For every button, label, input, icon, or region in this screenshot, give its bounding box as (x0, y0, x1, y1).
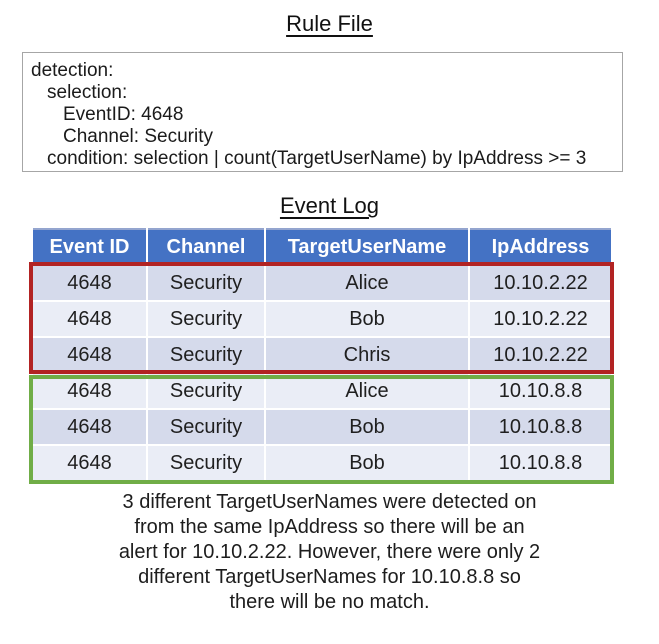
table-cell: 10.10.2.22 (470, 338, 611, 372)
table-cell: Bob (266, 446, 468, 480)
rule-line-channel: Channel: Security (63, 126, 213, 147)
table-cell: 4648 (33, 446, 146, 480)
table-cell: 4648 (33, 374, 146, 408)
table-cell: Security (148, 446, 264, 480)
table-cell: 10.10.2.22 (470, 302, 611, 336)
table-cell: 10.10.2.22 (470, 266, 611, 300)
column-header-ipaddress: IpAddress (470, 228, 611, 264)
rule-line-eventid: EventID: 4648 (63, 104, 184, 125)
table-cell: 4648 (33, 410, 146, 444)
table-cell: 4648 (33, 266, 146, 300)
table-cell: Security (148, 302, 264, 336)
rule-file-box: detection: selection: EventID: 4648 Chan… (22, 52, 623, 172)
table-cell: 10.10.8.8 (470, 446, 611, 480)
table-cell: 4648 (33, 302, 146, 336)
table-cell: 4648 (33, 338, 146, 372)
column-header-channel: Channel (148, 228, 264, 264)
event-log-table: Event ID Channel TargetUserName IpAddres… (33, 228, 611, 480)
table-cell: Security (148, 410, 264, 444)
table-cell: Security (148, 266, 264, 300)
table-cell: 10.10.8.8 (470, 410, 611, 444)
table-cell: Alice (266, 266, 468, 300)
column-header-targetusername: TargetUserName (266, 228, 468, 264)
table-cell: Security (148, 338, 264, 372)
table-cell: Alice (266, 374, 468, 408)
table-cell: Bob (266, 410, 468, 444)
rule-line-condition: condition: selection | count(TargetUserN… (47, 148, 587, 169)
table-cell: 10.10.8.8 (470, 374, 611, 408)
table-cell: Chris (266, 338, 468, 372)
column-header-event-id: Event ID (33, 228, 146, 264)
caption-text: 3 different TargetUserNames were detecte… (118, 491, 541, 613)
rule-line-selection: selection: (47, 82, 128, 103)
rule-line-detection: detection: (31, 60, 114, 81)
table-cell: Bob (266, 302, 468, 336)
rule-file-title: Rule File (286, 11, 373, 36)
event-log-title: Event Log (279, 193, 380, 218)
table-cell: Security (148, 374, 264, 408)
